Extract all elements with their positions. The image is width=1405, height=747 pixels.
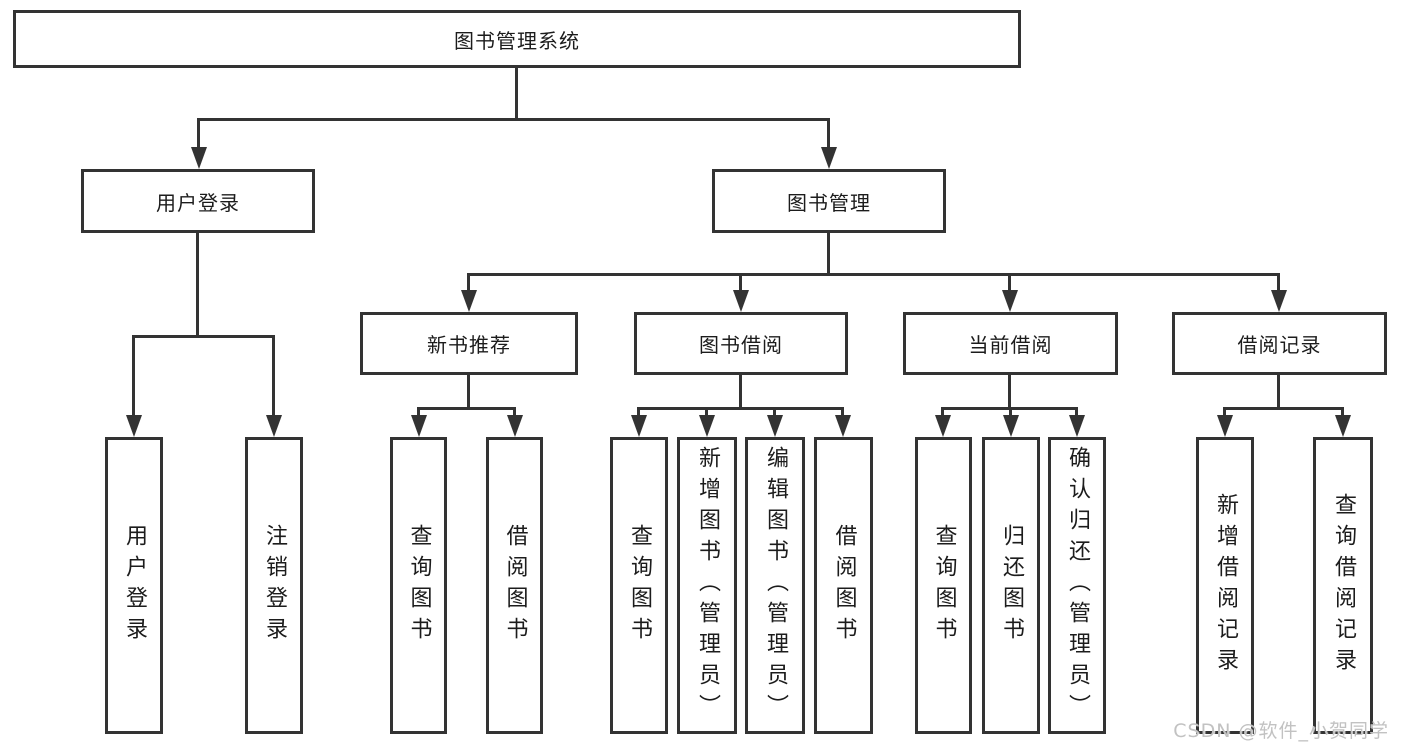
leaf-add-book: 新增图书（管理员） (677, 437, 737, 734)
leaf-edit-book: 编辑图书（管理员） (745, 437, 805, 734)
connector-root-branch (198, 118, 830, 121)
connector-drop-borrow-book-2 (841, 407, 844, 417)
connector-drop-return-book (1009, 407, 1012, 417)
connector-drop-borrow-records (1277, 273, 1280, 295)
connector-root-stem (515, 68, 518, 118)
arrowhead-borrow-book-2 (835, 415, 851, 437)
connector-drop-add-book (705, 407, 708, 417)
node-book-mgmt: 图书管理 (712, 169, 946, 233)
leaf-user-login: 用户登录 (105, 437, 163, 734)
arrowhead-leaf-logout (266, 415, 282, 437)
connector-drop-add-record (1223, 407, 1226, 417)
connector-drop-edit-book (773, 407, 776, 417)
node-book-borrow: 图书借阅 (634, 312, 848, 375)
node-borrow-records: 借阅记录 (1172, 312, 1387, 375)
connector-drop-new-book-rec (467, 273, 470, 295)
arrowhead-borrow-records (1271, 290, 1287, 312)
leaf-query-book-2: 查询图书 (610, 437, 668, 734)
node-user-login: 用户登录 (81, 169, 315, 233)
arrowhead-leaf-user-login (126, 415, 142, 437)
connector-drop-book-borrow (739, 273, 742, 295)
arrowhead-add-record (1217, 415, 1233, 437)
connector-drop-user-login (197, 118, 200, 150)
node-new-book-rec: 新书推荐 (360, 312, 578, 375)
arrowhead-query-record (1335, 415, 1351, 437)
arrowhead-add-book (699, 415, 715, 437)
arrowhead-edit-book (767, 415, 783, 437)
connector-drop-leaf-logout (272, 335, 275, 417)
arrowhead-return-book (1003, 415, 1019, 437)
leaf-query-book-1: 查询图书 (390, 437, 447, 734)
arrowhead-query-book-1 (411, 415, 427, 437)
connector-drop-book-mgmt (827, 118, 830, 150)
arrowhead-book-borrow (733, 290, 749, 312)
connector-drop-leaf-user-login (132, 335, 135, 417)
arrowhead-user-login (191, 147, 207, 169)
leaf-confirm-return: 确认归还（管理员） (1048, 437, 1106, 734)
connector-new-book-rec-stem (467, 375, 470, 407)
connector-drop-current-borrow (1008, 273, 1011, 295)
connector-user-login-stem (196, 233, 199, 335)
arrowhead-current-borrow (1002, 290, 1018, 312)
connector-new-book-rec-branch (418, 407, 516, 410)
node-current-borrow: 当前借阅 (903, 312, 1118, 375)
leaf-logout: 注销登录 (245, 437, 303, 734)
arrowhead-book-mgmt (821, 147, 837, 169)
connector-book-mgmt-branch (468, 273, 1280, 276)
connector-drop-confirm-return (1075, 407, 1078, 417)
leaf-add-record: 新增借阅记录 (1196, 437, 1254, 734)
connector-book-borrow-branch (638, 407, 844, 410)
leaf-borrow-book-2: 借阅图书 (814, 437, 873, 734)
arrowhead-new-book-rec (461, 290, 477, 312)
connector-book-borrow-stem (739, 375, 742, 407)
connector-user-login-branch (133, 335, 275, 338)
leaf-query-book-3: 查询图书 (915, 437, 972, 734)
connector-borrow-records-stem (1277, 375, 1280, 407)
leaf-borrow-book-1: 借阅图书 (486, 437, 543, 734)
leaf-return-book: 归还图书 (982, 437, 1040, 734)
arrowhead-confirm-return (1069, 415, 1085, 437)
leaf-query-record: 查询借阅记录 (1313, 437, 1373, 734)
arrowhead-query-book-2 (631, 415, 647, 437)
connector-drop-query-record (1341, 407, 1344, 417)
arrowhead-borrow-book-1 (507, 415, 523, 437)
connector-current-borrow-stem (1008, 375, 1011, 407)
connector-borrow-records-branch (1224, 407, 1344, 410)
connector-drop-borrow-book-1 (513, 407, 516, 417)
connector-drop-query-book-3 (941, 407, 944, 417)
connector-book-mgmt-stem (827, 233, 830, 273)
node-root: 图书管理系统 (13, 10, 1021, 68)
connector-drop-query-book-1 (417, 407, 420, 417)
csdn-watermark: CSDN @软件_小贺同学 (1173, 720, 1389, 742)
arrowhead-query-book-3 (935, 415, 951, 437)
connector-drop-query-book-2 (637, 407, 640, 417)
